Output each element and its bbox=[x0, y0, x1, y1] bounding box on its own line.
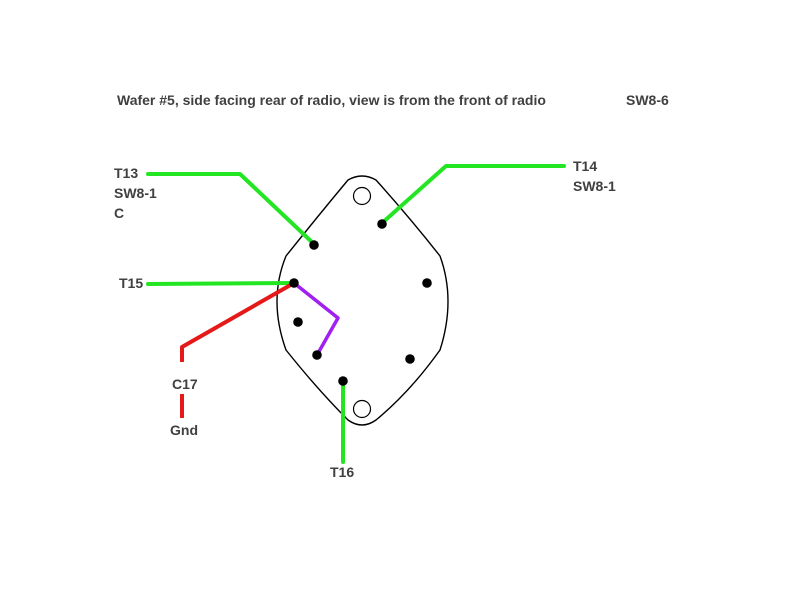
diagram-title: Wafer #5, side facing rear of radio, vie… bbox=[117, 92, 546, 108]
terminal-2 bbox=[377, 219, 387, 229]
label-t15: T15 bbox=[119, 275, 144, 291]
label-t14: T14 SW8-1 bbox=[573, 156, 616, 196]
label-t13-line2: SW8-1 bbox=[114, 185, 157, 201]
terminal-6 bbox=[312, 350, 322, 360]
mounting-hole-bottom bbox=[352, 399, 372, 419]
label-gnd: Gnd bbox=[170, 422, 198, 438]
jumper-wire bbox=[292, 281, 340, 357]
terminal-1 bbox=[309, 240, 319, 250]
label-t13: T13 SW8-1 C bbox=[114, 163, 157, 223]
terminal-7 bbox=[405, 354, 415, 364]
wire-t14 bbox=[380, 164, 566, 225]
wafer-outline bbox=[276, 175, 449, 426]
wire-t13 bbox=[146, 172, 316, 246]
mounting-hole-top bbox=[352, 186, 372, 206]
label-t13-line1: T13 bbox=[114, 165, 139, 181]
terminal-8 bbox=[338, 376, 348, 386]
label-t16: T16 bbox=[330, 464, 355, 480]
terminal-5 bbox=[293, 317, 303, 327]
wire-t15 bbox=[146, 281, 296, 286]
terminal-3 bbox=[289, 278, 299, 288]
switch-id: SW8-6 bbox=[626, 92, 669, 108]
label-t13-line3: C bbox=[114, 205, 125, 221]
terminal-4 bbox=[422, 278, 432, 288]
label-t14-line2: SW8-1 bbox=[573, 178, 616, 194]
label-t14-line1: T14 bbox=[573, 158, 598, 174]
label-c17: C17 bbox=[172, 376, 198, 392]
wire-c17 bbox=[180, 281, 295, 362]
